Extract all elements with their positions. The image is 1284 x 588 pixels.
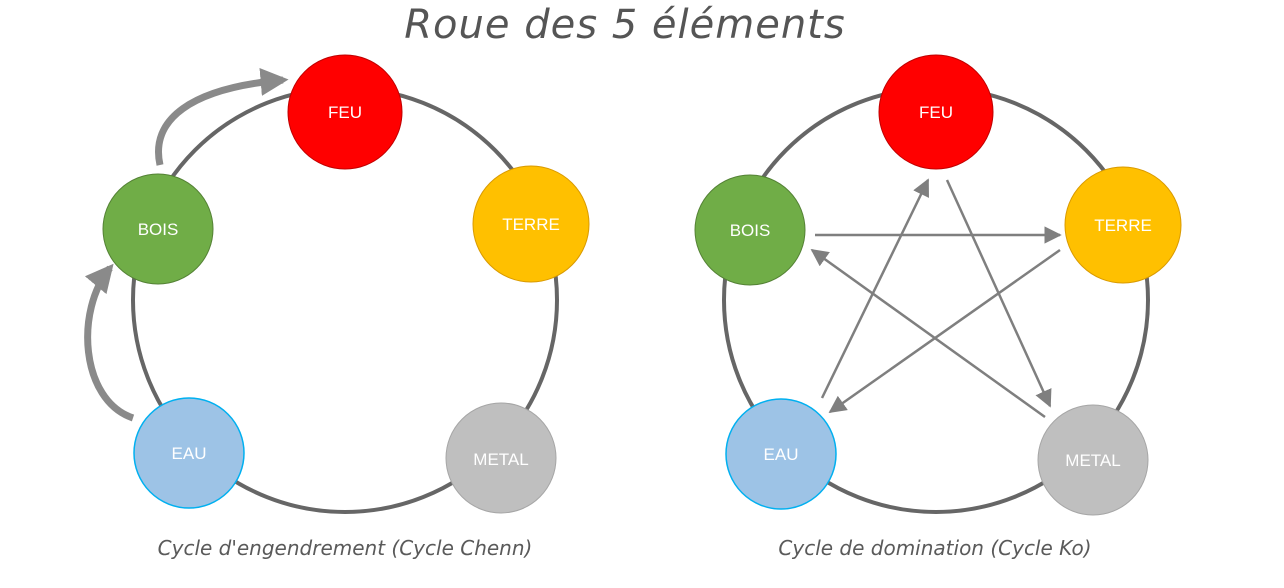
element-circle	[1064, 166, 1182, 284]
element-circle	[102, 173, 214, 285]
element-label: TERRE	[1094, 216, 1152, 235]
arrow-bois-to-feu	[155, 67, 289, 166]
page-title: Roue des 5 éléments	[404, 2, 846, 48]
element-node-eau: EAU	[725, 398, 837, 510]
element-label: METAL	[1065, 451, 1120, 470]
element-node-terre: TERRE	[1064, 166, 1182, 284]
arrow-eau-to-feu	[820, 178, 930, 399]
element-label: BOIS	[138, 220, 179, 239]
element-label: FEU	[919, 103, 953, 122]
element-circle	[287, 54, 403, 170]
element-circle	[1037, 404, 1149, 516]
element-circle	[472, 165, 590, 283]
element-node-bois: BOIS	[694, 174, 806, 286]
element-node-feu: FEU	[878, 54, 994, 170]
element-node-bois: BOIS	[102, 173, 214, 285]
element-node-feu: FEU	[287, 54, 403, 170]
element-label: EAU	[764, 445, 799, 464]
element-label: FEU	[328, 103, 362, 122]
arrow-metal-to-bois	[810, 248, 1046, 419]
element-node-eau: EAU	[133, 397, 245, 509]
element-circle	[694, 174, 806, 286]
element-circle	[725, 398, 837, 510]
arrow-eau-to-bois	[84, 263, 135, 422]
generation-cycle-diagram: FEU TERRE METAL EAU BOIS	[84, 54, 590, 514]
element-node-metal: METAL	[1037, 404, 1149, 516]
domination-cycle-caption: Cycle de domination (Cycle Ko)	[778, 536, 1092, 560]
arrow-terre-to-eau	[828, 248, 1061, 414]
element-label: EAU	[172, 444, 207, 463]
generation-cycle-caption: Cycle d'engendrement (Cycle Chenn)	[157, 536, 533, 560]
arrow-feu-to-metal	[945, 179, 1052, 408]
element-circle	[133, 397, 245, 509]
element-circle	[878, 54, 994, 170]
element-circle	[445, 402, 557, 514]
element-label: TERRE	[502, 215, 560, 234]
element-node-terre: TERRE	[472, 165, 590, 283]
element-node-metal: METAL	[445, 402, 557, 514]
domination-cycle-diagram: FEU TERRE METAL EAU BOIS	[694, 54, 1182, 516]
element-label: METAL	[473, 450, 528, 469]
element-label: BOIS	[730, 221, 771, 240]
